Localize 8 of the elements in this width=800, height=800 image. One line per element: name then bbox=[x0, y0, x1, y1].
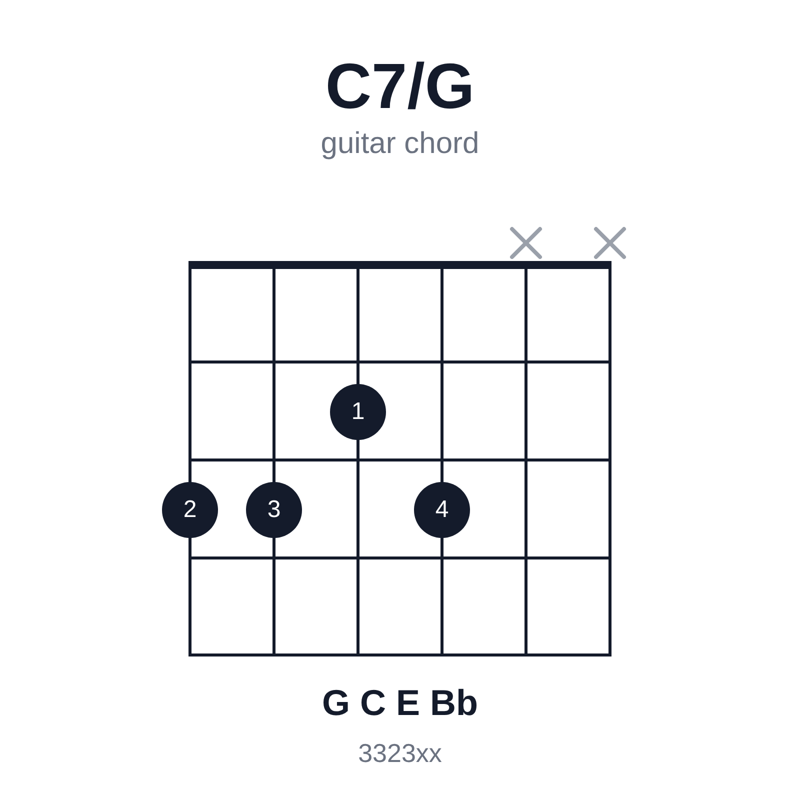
chord-notes: G C E Bb bbox=[320, 682, 479, 724]
finger-dot: 2 bbox=[162, 482, 218, 538]
fingering-code: 3323xx bbox=[357, 737, 443, 769]
finger-dot: 4 bbox=[414, 482, 470, 538]
chord-subtitle: guitar chord bbox=[320, 126, 480, 162]
finger-dot: 1 bbox=[330, 384, 386, 440]
finger-dot: 3 bbox=[246, 482, 302, 538]
chord-title: C7/G bbox=[324, 50, 476, 122]
